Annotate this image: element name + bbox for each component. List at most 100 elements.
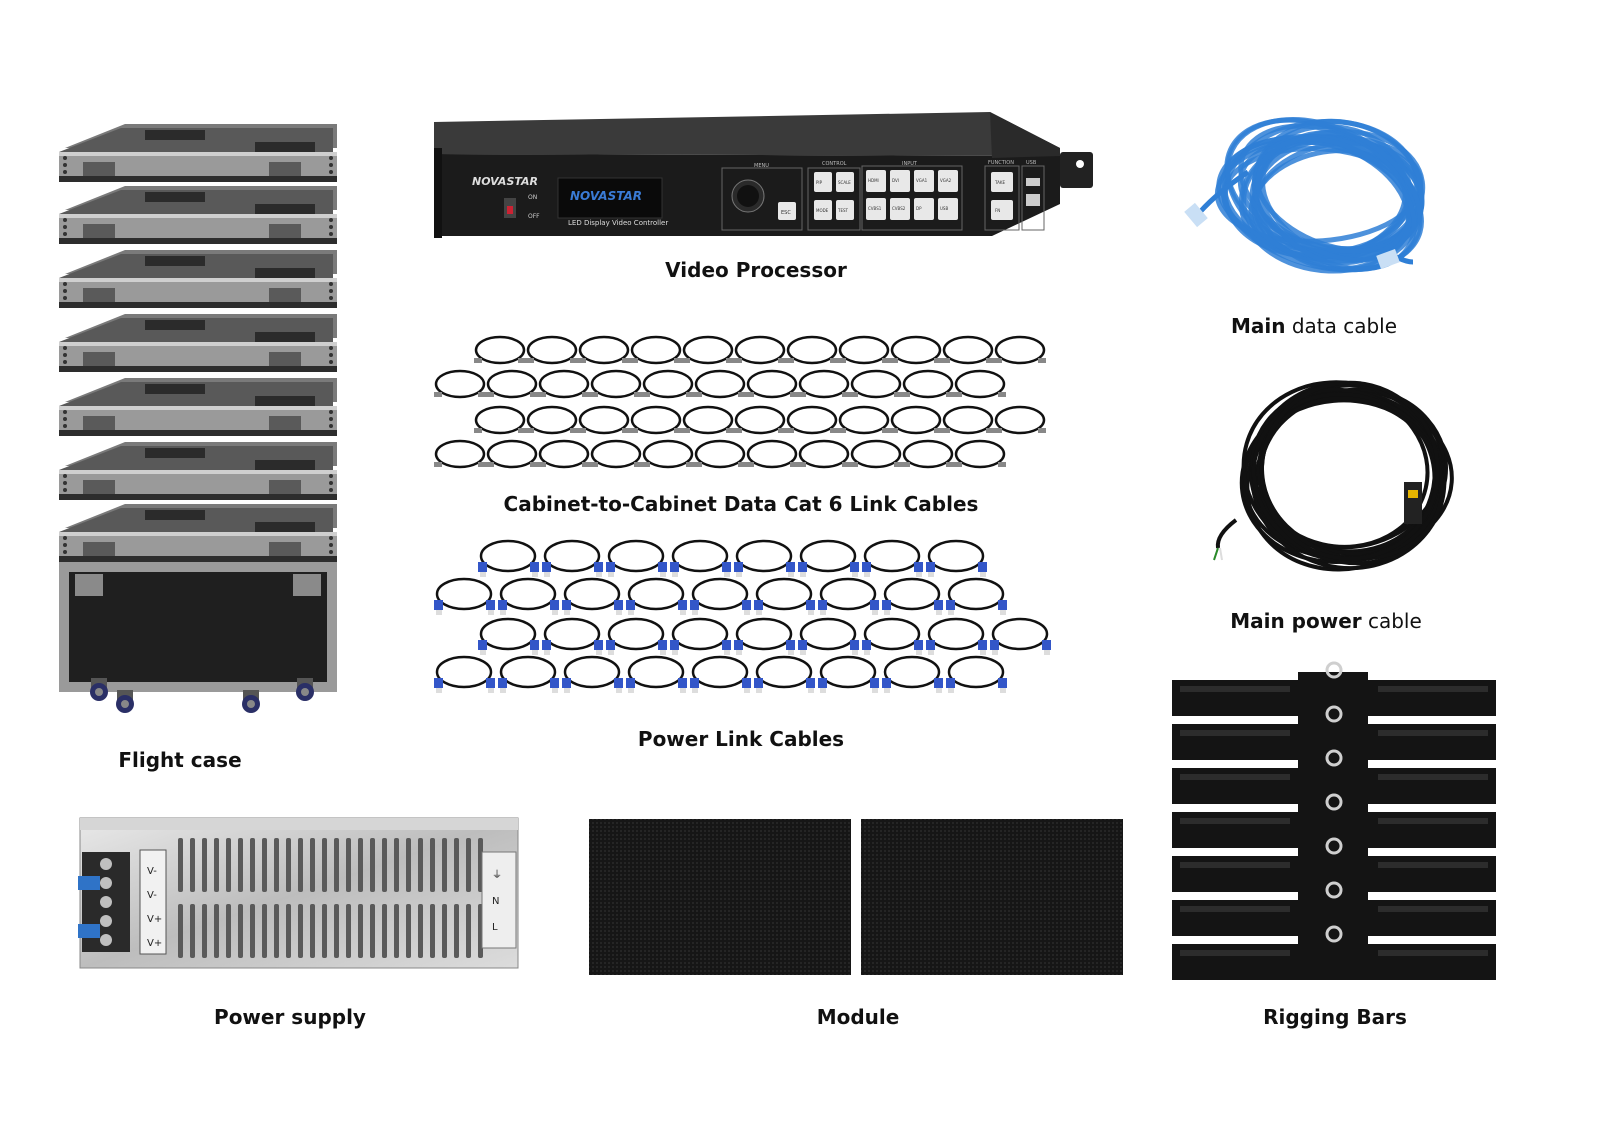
cat6-link-cable bbox=[538, 439, 590, 469]
cat6-link-cable bbox=[630, 335, 682, 365]
power-link-cable bbox=[990, 617, 1051, 655]
power-link-cable bbox=[882, 577, 943, 615]
svg-text:INPUT: INPUT bbox=[902, 161, 918, 167]
power-link-cable bbox=[690, 655, 751, 693]
cat6-link-cable bbox=[694, 369, 746, 399]
input-button[interactable] bbox=[866, 170, 886, 192]
flight-case bbox=[59, 124, 337, 182]
flight-case bbox=[59, 378, 337, 436]
led-module-image bbox=[588, 818, 1124, 976]
input-button[interactable] bbox=[914, 170, 934, 192]
lcd-screen-text: NOVASTAR bbox=[570, 189, 642, 203]
input-button[interactable] bbox=[914, 198, 934, 220]
input-button[interactable] bbox=[938, 198, 958, 220]
power-link-cable bbox=[818, 577, 879, 615]
cat6-link-cable bbox=[798, 439, 850, 469]
cat6-link-cable bbox=[890, 335, 942, 365]
svg-text:ON: ON bbox=[528, 194, 537, 201]
input-button[interactable] bbox=[890, 198, 910, 220]
power-link-cable bbox=[626, 655, 687, 693]
control-button[interactable] bbox=[814, 200, 832, 220]
control-button[interactable] bbox=[814, 172, 832, 192]
power-link-cable bbox=[606, 617, 667, 655]
cat6-link-cables-image bbox=[428, 328, 1068, 478]
rigging-bar bbox=[1172, 793, 1496, 848]
svg-text:ESC: ESC bbox=[781, 210, 791, 216]
power-link-cable bbox=[562, 577, 623, 615]
rigging-bars-image bbox=[1168, 660, 1503, 990]
power-link-cable bbox=[434, 655, 495, 693]
power-link-cable bbox=[562, 655, 623, 693]
svg-text:OFF: OFF bbox=[528, 213, 540, 220]
main-power-cable-label: Main power cable bbox=[1230, 609, 1422, 633]
rigging-bars-label: Rigging Bars bbox=[1263, 1005, 1407, 1029]
cat6-link-cable bbox=[630, 405, 682, 435]
power-link-cable bbox=[670, 539, 731, 577]
flight-case-stack-image bbox=[55, 118, 345, 728]
input-button[interactable] bbox=[890, 170, 910, 192]
svg-text:TEST: TEST bbox=[837, 208, 849, 213]
svg-text:HDMI: HDMI bbox=[868, 178, 879, 183]
cat6-link-cable bbox=[682, 335, 734, 365]
power-link-cable bbox=[498, 577, 559, 615]
cat6-link-cable bbox=[954, 439, 1006, 469]
control-button[interactable] bbox=[836, 200, 854, 220]
function-button[interactable] bbox=[991, 200, 1013, 220]
rigging-bar bbox=[1172, 837, 1496, 892]
cat6-link-cable bbox=[954, 369, 1006, 399]
function-button[interactable] bbox=[991, 172, 1013, 192]
terminal-label: L bbox=[492, 922, 498, 933]
main-data-cable-image bbox=[1178, 112, 1448, 287]
svg-text:CVBS1: CVBS1 bbox=[868, 206, 882, 211]
power-link-cables-label: Power Link Cables bbox=[637, 727, 845, 751]
flight-case bbox=[59, 186, 337, 244]
svg-text:USB: USB bbox=[1026, 160, 1037, 166]
power-link-cable bbox=[670, 617, 731, 655]
main-power-cable-image bbox=[1206, 370, 1476, 595]
cat6-link-cable bbox=[994, 405, 1046, 435]
cat6-link-cable bbox=[786, 405, 838, 435]
terminal-label: N bbox=[492, 896, 499, 907]
power-link-cable bbox=[798, 539, 859, 577]
cat6-link-cable bbox=[590, 439, 642, 469]
led-module-panel-right bbox=[861, 819, 1123, 975]
cat6-link-cable bbox=[578, 405, 630, 435]
power-link-cable bbox=[862, 617, 923, 655]
power-link-cable bbox=[946, 655, 1007, 693]
cat6-link-cable bbox=[526, 405, 578, 435]
power-link-cable bbox=[626, 577, 687, 615]
cat6-link-cable bbox=[642, 369, 694, 399]
svg-text:FN: FN bbox=[995, 208, 1000, 213]
cat6-link-cable bbox=[734, 405, 786, 435]
cat6-link-cable bbox=[474, 405, 526, 435]
power-link-cable bbox=[478, 617, 539, 655]
svg-text:CONTROL: CONTROL bbox=[822, 161, 847, 167]
cat6-link-cable bbox=[526, 335, 578, 365]
cat6-link-cable bbox=[838, 335, 890, 365]
module-label: Module bbox=[816, 1005, 900, 1029]
power-link-cable bbox=[434, 577, 495, 615]
video-processor-label: Video Processor bbox=[665, 258, 847, 282]
rigging-bar bbox=[1172, 705, 1496, 760]
black-cable-coil bbox=[1213, 380, 1454, 572]
esc-button[interactable] bbox=[778, 202, 796, 220]
power-link-cable bbox=[542, 617, 603, 655]
flight-case bbox=[59, 442, 337, 500]
cat6-link-cable bbox=[434, 369, 486, 399]
cat6-link-cable bbox=[538, 369, 590, 399]
svg-text:LED Display Video Controller: LED Display Video Controller bbox=[568, 219, 668, 227]
cat6-link-cable bbox=[746, 369, 798, 399]
input-button[interactable] bbox=[938, 170, 958, 192]
terminal-label: V- bbox=[147, 866, 157, 877]
cat6-link-cable bbox=[942, 335, 994, 365]
cat6-link-cable bbox=[850, 439, 902, 469]
power-link-cable bbox=[882, 655, 943, 693]
svg-text:DVI: DVI bbox=[892, 178, 899, 183]
brand-logo: NOVASTAR bbox=[472, 175, 538, 188]
flight-case bbox=[59, 314, 337, 372]
rigging-bar bbox=[1172, 881, 1496, 936]
power-link-cable bbox=[606, 539, 667, 577]
control-button[interactable] bbox=[836, 172, 854, 192]
input-button[interactable] bbox=[866, 198, 886, 220]
